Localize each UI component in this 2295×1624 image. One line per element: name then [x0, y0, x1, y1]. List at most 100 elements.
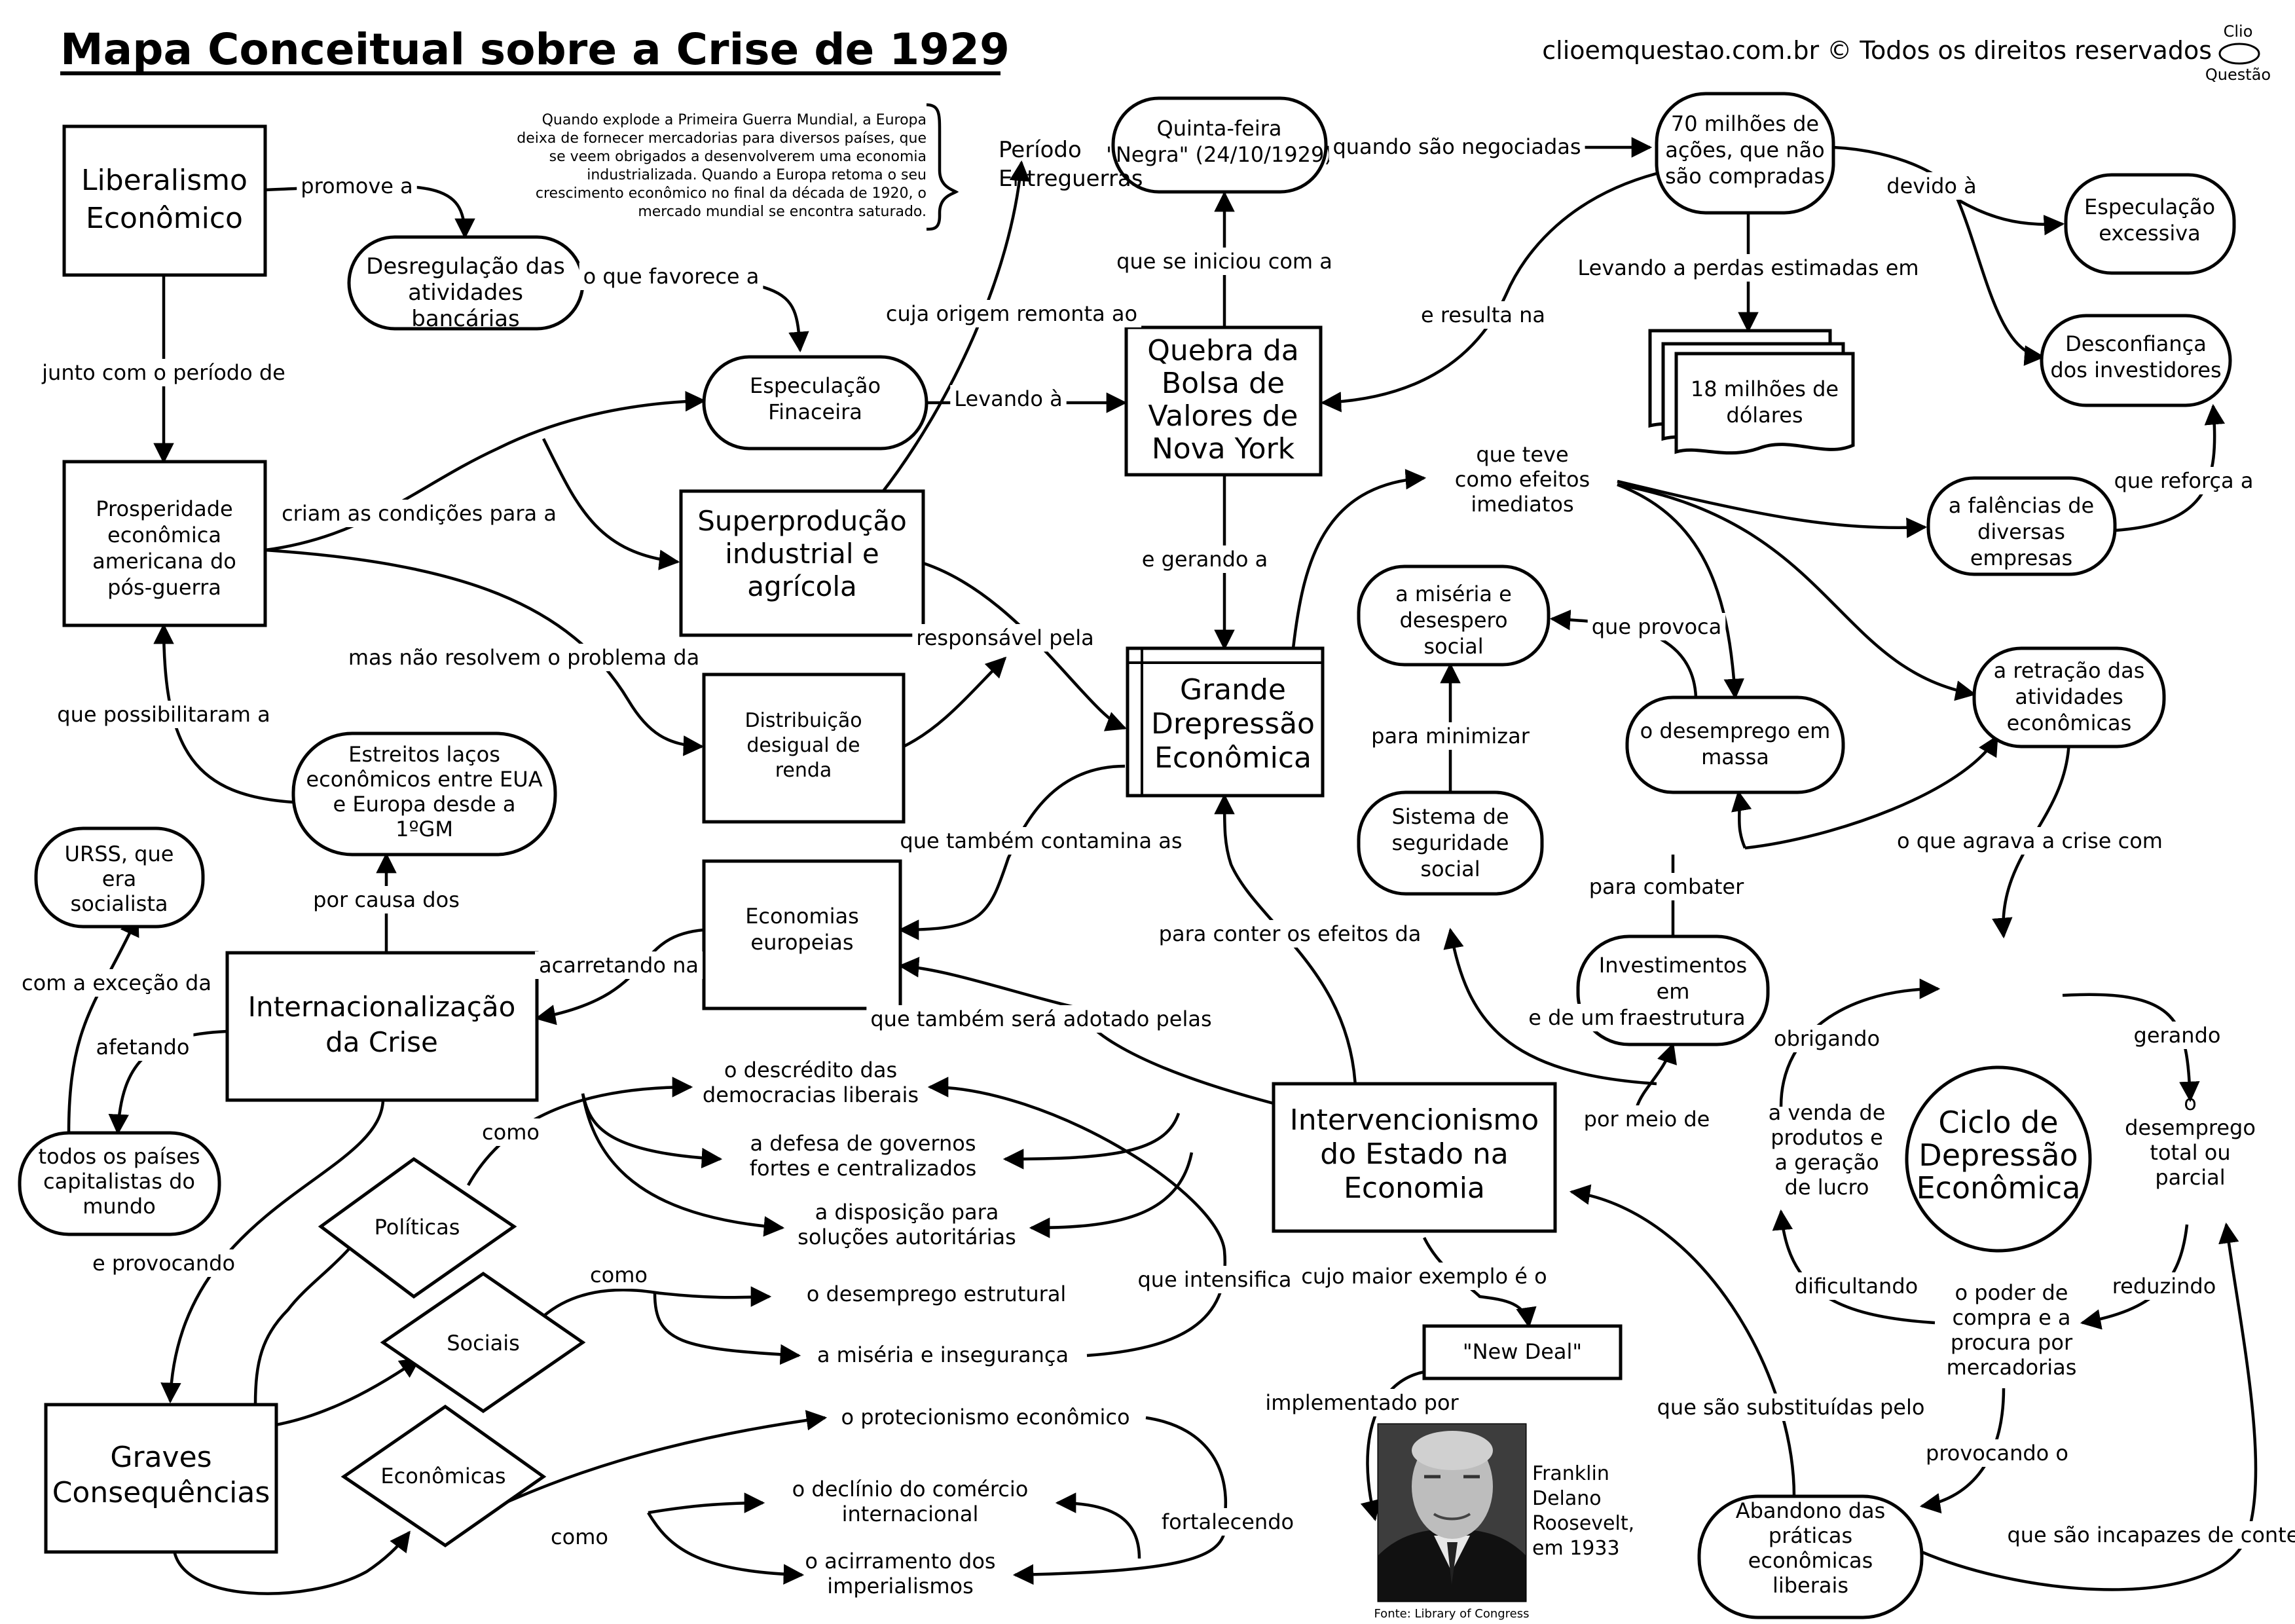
edge-fortalecendo-acirramento	[1012, 1532, 1226, 1585]
edge-label-line: que teve	[1476, 442, 1568, 467]
edge-label-line: implementado por	[1265, 1390, 1459, 1415]
edge-label-responsavel: responsável pela	[916, 625, 1093, 650]
edge-label-implementado: implementado por	[1265, 1390, 1459, 1415]
desemprego-total-line: desemprego	[2125, 1115, 2256, 1140]
edge-label-line: responsável pela	[916, 625, 1093, 650]
edge-sociais-miseria	[653, 1293, 801, 1365]
edge-label-line: quando são negociadas	[1332, 134, 1581, 159]
edge-label-conter-efeitos: para conter os efeitos da	[1159, 921, 1422, 946]
edge-label-fortalecendo: fortalecendo	[1162, 1509, 1294, 1534]
todos-paises-line: capitalistas do	[43, 1169, 195, 1194]
economicas-diamond	[340, 1404, 547, 1548]
edge-label-line: devido à	[1886, 174, 1977, 198]
economicas-line: Econômicas	[380, 1464, 505, 1488]
quebra-box	[1124, 325, 1323, 477]
periodo-note-text: Quando explode a Primeira Guerra Mundial…	[517, 112, 927, 220]
internacionalizacao-line: Internacionalização	[248, 991, 516, 1023]
roosevelt-portrait: Fonte: Library of Congress	[1374, 1423, 1530, 1621]
prosperidade-box	[62, 460, 267, 627]
quinta-line: Quinta-feira	[1157, 116, 1282, 141]
poder-compra-line: procura por	[1951, 1330, 2073, 1355]
logo-mark-icon	[2218, 43, 2260, 65]
edge-label-line: imediatos	[1471, 492, 1573, 517]
roosevelt-line: Roosevelt,	[1532, 1512, 1634, 1535]
edge-label-line: que provoca	[1592, 614, 1722, 639]
seguridade-line: seguridade	[1392, 830, 1509, 855]
edge-label-devido: devido à	[1886, 174, 1977, 198]
edge-label-line: com a exceção da	[22, 970, 211, 995]
edge-label-background	[297, 172, 417, 200]
edge-label-reforca: que reforça a	[2114, 468, 2254, 493]
edge-fork-superproducao	[542, 437, 680, 570]
edge-label-line: promove a	[301, 174, 413, 198]
quebra-line: Quebra da	[1147, 334, 1298, 367]
disposicao-line: a disposição para	[815, 1200, 999, 1225]
desemprego-massa-line: massa	[1701, 745, 1769, 769]
edge-label-background	[1133, 1266, 1296, 1293]
edge-label-background	[1769, 1025, 1884, 1052]
grande-depressao-line: Econômica	[1154, 741, 1312, 775]
logo-bottom-text: Questão	[2205, 65, 2271, 84]
edge-label-background	[2110, 467, 2258, 494]
periodo-note-brace	[926, 103, 959, 231]
new-deal-text: "New Deal"	[1463, 1339, 1582, 1364]
especulacao-financeira-line: Especulação	[750, 373, 881, 398]
node-shapes	[18, 92, 2236, 1619]
periodo-note-line: industrializada. Quando a Europa retoma …	[587, 167, 927, 183]
miseria-inseguranca-line: a miséria e insegurança	[817, 1342, 1069, 1367]
desconfianca-line: Desconfiança	[2065, 331, 2207, 356]
edge-label-por-causa: por causa dos	[313, 887, 460, 912]
edge-label-background	[1653, 1393, 1929, 1421]
edge-label-background	[1297, 1263, 1551, 1290]
edge-suspensao-desemprego	[2062, 993, 2200, 1103]
desemprego-estrutural-line: o desemprego estrutural	[807, 1282, 1067, 1306]
descredito-line: o descrédito das	[724, 1058, 897, 1082]
edge-label-line: e gerando a	[1142, 547, 1268, 572]
perdas-line: 18 milhões de	[1691, 377, 1839, 401]
perdas-sheet-1	[1674, 352, 1855, 455]
periodo-line: Período	[999, 137, 1082, 163]
new-deal-line: "New Deal"	[1463, 1339, 1582, 1364]
edge-abandono-interv	[1569, 1184, 1796, 1497]
edge-label-background	[1416, 301, 1550, 329]
edge-label-iniciou: que se iniciou com a	[1116, 249, 1332, 274]
periodo-note-line: mercado mundial se encontra saturado.	[638, 204, 927, 220]
falencias-line: a falências de	[1949, 493, 2094, 518]
edge-label-background	[1587, 613, 1726, 640]
desregulacao-line: Desregulação das	[366, 253, 565, 280]
edge-label-line: fortalecendo	[1162, 1509, 1294, 1534]
edge-lacos-prosperidade	[153, 623, 294, 804]
ciclo-line: Econômica	[1917, 1170, 2081, 1206]
ciclo-line: Ciclo de	[1938, 1105, 2058, 1140]
edge-poder-venda	[1772, 1209, 1936, 1325]
periodo-note-line: deixa de fornecer mercadorias para diver…	[517, 130, 927, 147]
edge-label-background	[950, 385, 1067, 413]
acirramento-line: o acirramento dos	[805, 1549, 995, 1574]
abandono-line: liberais	[1772, 1573, 1848, 1598]
edge-label-background	[2129, 1022, 2225, 1049]
edge-grande-efeitos	[1291, 469, 1427, 649]
graves-line: Graves	[110, 1441, 211, 1474]
edge-label-line: que intensifica	[1137, 1267, 1291, 1292]
politicas-diamond	[318, 1156, 517, 1299]
edge-label-line: junto com o período de	[41, 360, 285, 385]
edge-intensifica-defesa	[1002, 1113, 1181, 1170]
edge-superproducao-periodo	[879, 160, 1031, 496]
miseria-social-line: desespero	[1399, 608, 1507, 633]
edge-interv-seguridade	[1443, 927, 1657, 1086]
edge-intern-economicas	[172, 1530, 411, 1595]
edge-label-exemplo: cujo maior exemplo é o	[1301, 1264, 1547, 1289]
grande-depressao-line: Grande	[1180, 673, 1286, 707]
edge-distribuicao-responsavel	[902, 656, 1007, 748]
edge-label-line: por meio de	[1584, 1107, 1710, 1132]
